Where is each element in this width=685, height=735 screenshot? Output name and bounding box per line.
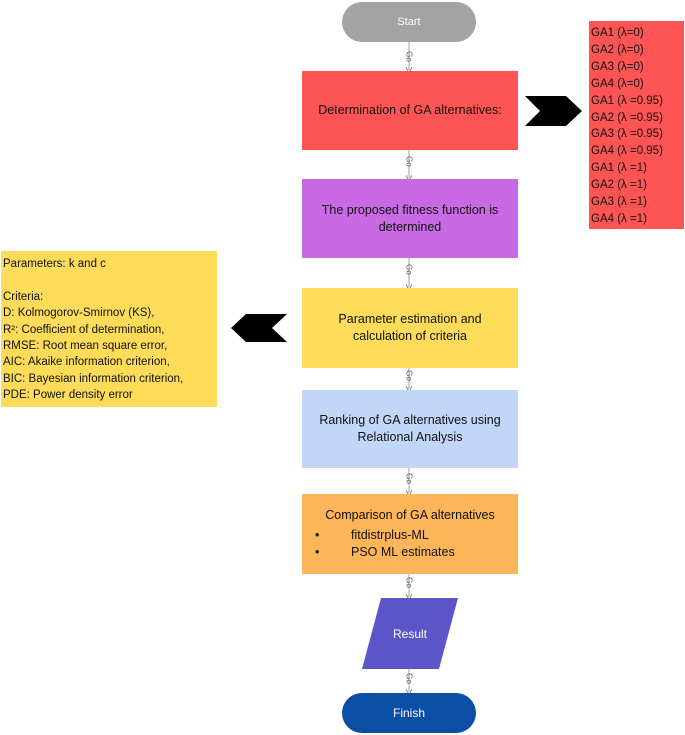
criteria-line: Parameters: k and c xyxy=(3,258,106,270)
ga-alternative-item: GA1 (λ =0.95) xyxy=(591,94,663,107)
right-chevron-arrow xyxy=(525,96,582,126)
result-label: Result xyxy=(392,626,427,641)
ga-alternative-item: GA3 (λ =0.95) xyxy=(591,128,663,141)
ga-alternative-item: GA3 (λ =1) xyxy=(591,196,647,209)
comparison-title: Comparison of GA alternatives xyxy=(325,507,495,522)
determination-node: Determination of GA alternatives: xyxy=(302,71,518,150)
result-parallelogram xyxy=(362,598,458,669)
connector-label: Go xyxy=(404,577,414,588)
criteria-line: BIC: Bayesian information criterion, xyxy=(3,372,184,385)
ga-alternative-item: GA2 (λ =1) xyxy=(591,179,647,192)
connector-label: Go xyxy=(404,51,414,62)
ga-alternative-item: GA1 (λ=0) xyxy=(591,27,644,39)
criteria-line: R²: Coefficient of determination, xyxy=(3,323,165,336)
ga-alternative-item: GA3 (λ=0) xyxy=(591,60,644,73)
ga-alternative-item: GA2 (λ =0.95) xyxy=(591,111,663,124)
criteria-line: AIC: Akaike information criterion, xyxy=(3,356,170,369)
finish-node: Finish xyxy=(342,693,476,733)
ga-alternatives-list: GA1 (λ=0) GA2 (λ=0) GA3 (λ=0) GA4 (λ=0) … xyxy=(589,21,684,229)
comparison-list: fitdistrplus-ML PSO ML estimates xyxy=(315,527,505,561)
result-node: Result xyxy=(362,598,458,669)
ga-alternative-item: GA1 (λ =1) xyxy=(591,162,647,175)
connector-label: Go xyxy=(404,673,414,684)
left-chevron-arrow xyxy=(231,314,287,342)
connector-label: Go xyxy=(404,156,414,167)
criteria-line: PDE: Power density error xyxy=(3,389,133,402)
connector-label: Go xyxy=(404,473,414,484)
connector-label: Go xyxy=(404,264,414,275)
ga-alternative-item: GA4 (λ =1) xyxy=(591,212,647,225)
criteria-line: RMSE: Root mean square error, xyxy=(3,340,168,353)
ga-alternative-item: GA2 (λ=0) xyxy=(591,43,644,56)
parameter-estimation-node: Parameter estimation and calculation of … xyxy=(302,288,518,368)
comparison-node: Comparison of GA alternatives fitdistrpl… xyxy=(302,494,518,574)
criteria-line xyxy=(3,272,217,288)
connector-label: Go xyxy=(404,370,414,381)
comparison-bullet: fitdistrplus-ML xyxy=(315,527,505,544)
ga-alternative-item: GA4 (λ=0) xyxy=(591,77,644,90)
fitness-function-node: The proposed fitness function is determi… xyxy=(302,179,518,258)
start-node: Start xyxy=(342,2,476,42)
ga-alternative-item: GA4 (λ =0.95) xyxy=(591,145,663,158)
criteria-line: D: Kolmogorov-Smirnov (KS), xyxy=(3,307,155,320)
ranking-node: Ranking of GA alternatives using Relatio… xyxy=(302,390,518,468)
comparison-bullet: PSO ML estimates xyxy=(315,544,505,561)
criteria-line: Criteria: xyxy=(3,290,44,303)
criteria-box: Parameters: k and c Criteria: D: Kolmogo… xyxy=(1,251,217,407)
